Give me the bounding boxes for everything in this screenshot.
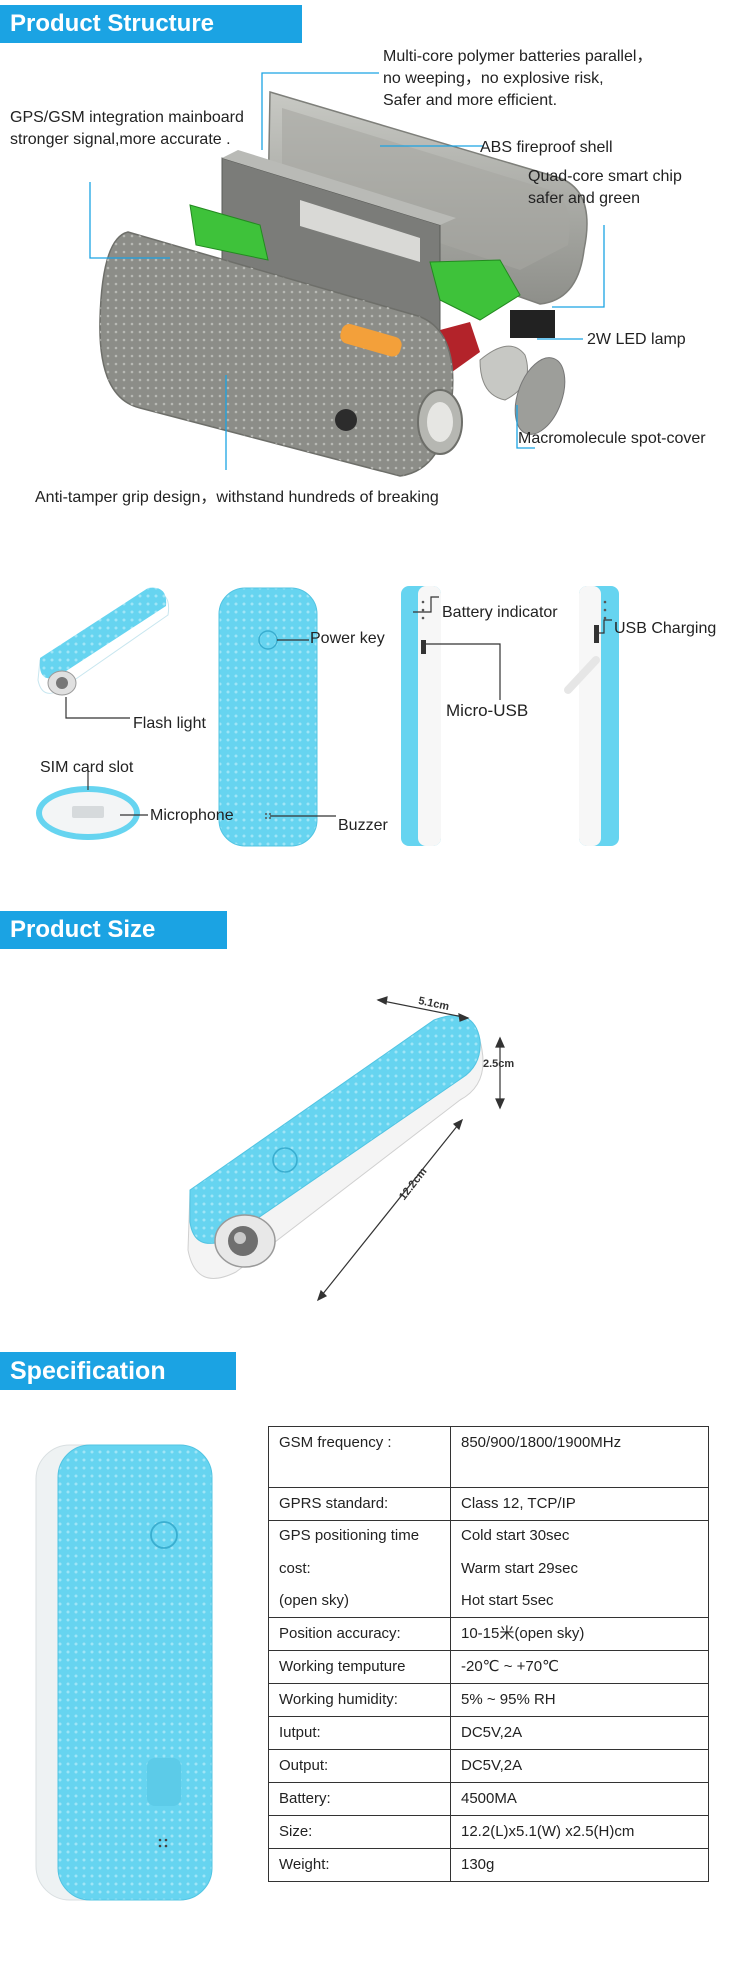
spec-key-cell: Position accuracy: [268, 1617, 451, 1651]
device-angled-view [37, 587, 170, 696]
device-side-view-1 [401, 586, 441, 846]
spec-key: cost: [279, 1560, 311, 1577]
spec-value: Warm start 29sec [461, 1560, 578, 1577]
spec-row: GPS positioning time cost: (open sky) Cold … [268, 1520, 709, 1618]
spec-value: 12.2(L)x5.1(W) x2.5(H)cm [461, 1823, 635, 1840]
spec-key: Battery: [279, 1790, 331, 1807]
spec-key: Size: [279, 1823, 313, 1840]
mainboard-part [429, 259, 521, 321]
label-battery-indicator: Battery indicator [442, 604, 558, 621]
label-grip-design: Anti-tamper grip design，withstand hundre… [35, 489, 439, 506]
spec-row: Working humidity: 5% ~ 95% RH [268, 1683, 709, 1717]
spec-row: Size: 12.2(L)x5.1(W) x2.5(H)cm [268, 1815, 709, 1849]
dim-height: 2.5cm [483, 1058, 515, 1070]
label-led-lamp: 2W LED lamp [587, 331, 686, 348]
spec-key-cell: Iutput: [268, 1716, 451, 1750]
spec-key: Working humidity: [279, 1691, 398, 1708]
label-mainboard: GPS/GSM integration mainboard stronger s… [10, 109, 244, 148]
spec-row: Iutput: DC5V,2A [268, 1716, 709, 1750]
device-side-view-2 [564, 586, 619, 846]
spec-value: 850/900/1800/1900MHz [461, 1434, 622, 1451]
spec-key-cell: GPS positioning time cost: (open sky) [268, 1520, 451, 1618]
spec-value-cell: DC5V,2A [450, 1749, 709, 1783]
device-end-view [36, 786, 140, 840]
label-usb-charging: USB Charging [614, 620, 717, 637]
exploded-view-illustration [89, 72, 605, 477]
section-title-specification: Specification [0, 1352, 236, 1390]
label-power-key: Power key [310, 630, 385, 647]
spec-value-cell: 130g [450, 1848, 709, 1882]
spec-row: Output: DC5V,2A [268, 1749, 709, 1783]
spec-row: GPRS standard: Class 12, TCP/IP [268, 1487, 709, 1521]
spec-key: GPS positioning time [279, 1527, 420, 1544]
feature-views-illustration [36, 586, 619, 847]
spec-value: 4500MA [461, 1790, 517, 1807]
spec-value: DC5V,2A [461, 1724, 523, 1741]
label-abs-shell: ABS fireproof shell [480, 139, 613, 156]
spec-key-cell: Size: [268, 1815, 451, 1849]
spec-row: Weight: 130g [268, 1848, 709, 1882]
device-perspective-view [187, 1015, 484, 1279]
spec-key-cell: Weight: [268, 1848, 451, 1882]
spec-key: (open sky) [279, 1592, 350, 1609]
spec-value-cell: -20℃ ~ +70℃ [450, 1650, 709, 1684]
spec-key-cell: GSM frequency : [268, 1426, 451, 1488]
spec-value-cell: 5% ~ 95% RH [450, 1683, 709, 1717]
spec-value: Class 12, TCP/IP [461, 1495, 576, 1512]
spec-value-cell: 850/900/1800/1900MHz [450, 1426, 709, 1488]
spec-key: Output: [279, 1757, 329, 1774]
label-smart-chip: Quad-core smart chip safer and green [528, 168, 682, 207]
label-microphone: Microphone [150, 807, 234, 824]
spec-key-cell: Working temputure [268, 1650, 451, 1684]
spec-row: Battery: 4500MA [268, 1782, 709, 1816]
spec-value: 10-15米(open sky) [461, 1625, 585, 1642]
label-flash-light: Flash light [133, 715, 206, 732]
spec-value-cell: 10-15米(open sky) [450, 1617, 709, 1651]
spec-key: Iutput: [279, 1724, 321, 1741]
spec-value: DC5V,2A [461, 1757, 523, 1774]
spec-key: Weight: [279, 1856, 330, 1873]
spec-row: Working temputure -20℃ ~ +70℃ [268, 1650, 709, 1684]
spot-cover-part [514, 357, 566, 435]
device-spec-view [35, 1444, 213, 1901]
label-sim-slot: SIM card slot [40, 759, 134, 776]
label-buzzer: Buzzer [338, 817, 388, 834]
spec-key: Position accuracy: [279, 1625, 401, 1642]
spec-key-cell: Output: [268, 1749, 451, 1783]
label-spot-cover: Macromolecule spot-cover [518, 430, 706, 447]
spec-value-cell: DC5V,2A [450, 1716, 709, 1750]
section-title-size: Product Size [0, 911, 227, 949]
spec-value-cell: 12.2(L)x5.1(W) x2.5(H)cm [450, 1815, 709, 1849]
spec-row: Position accuracy: 10-15米(open sky) [268, 1617, 709, 1651]
spec-value: Hot start 5sec [461, 1592, 554, 1609]
spec-value-cell: Class 12, TCP/IP [450, 1487, 709, 1521]
spec-key: Working temputure [279, 1658, 406, 1675]
spec-value-cell: 4500MA [450, 1782, 709, 1816]
device-front-view [218, 587, 318, 847]
spec-value: 5% ~ 95% RH [461, 1691, 556, 1708]
spec-key-cell: Battery: [268, 1782, 451, 1816]
spec-key: GSM frequency : [279, 1434, 392, 1451]
spec-key-cell: GPRS standard: [268, 1487, 451, 1521]
spec-value: -20℃ ~ +70℃ [461, 1658, 559, 1675]
product-size-illustration [187, 996, 505, 1302]
spec-row: GSM frequency : 850/900/1800/1900MHz [268, 1426, 709, 1488]
spec-key: GPRS standard: [279, 1495, 389, 1512]
label-batteries: Multi-core polymer batteries parallel， n… [383, 48, 653, 109]
label-micro-usb: Micro-USB [446, 701, 529, 720]
section-title-structure: Product Structure [0, 5, 302, 43]
spec-key-cell: Working humidity: [268, 1683, 451, 1717]
spec-value: Cold start 30sec [461, 1527, 570, 1544]
spec-value: 130g [461, 1856, 495, 1873]
